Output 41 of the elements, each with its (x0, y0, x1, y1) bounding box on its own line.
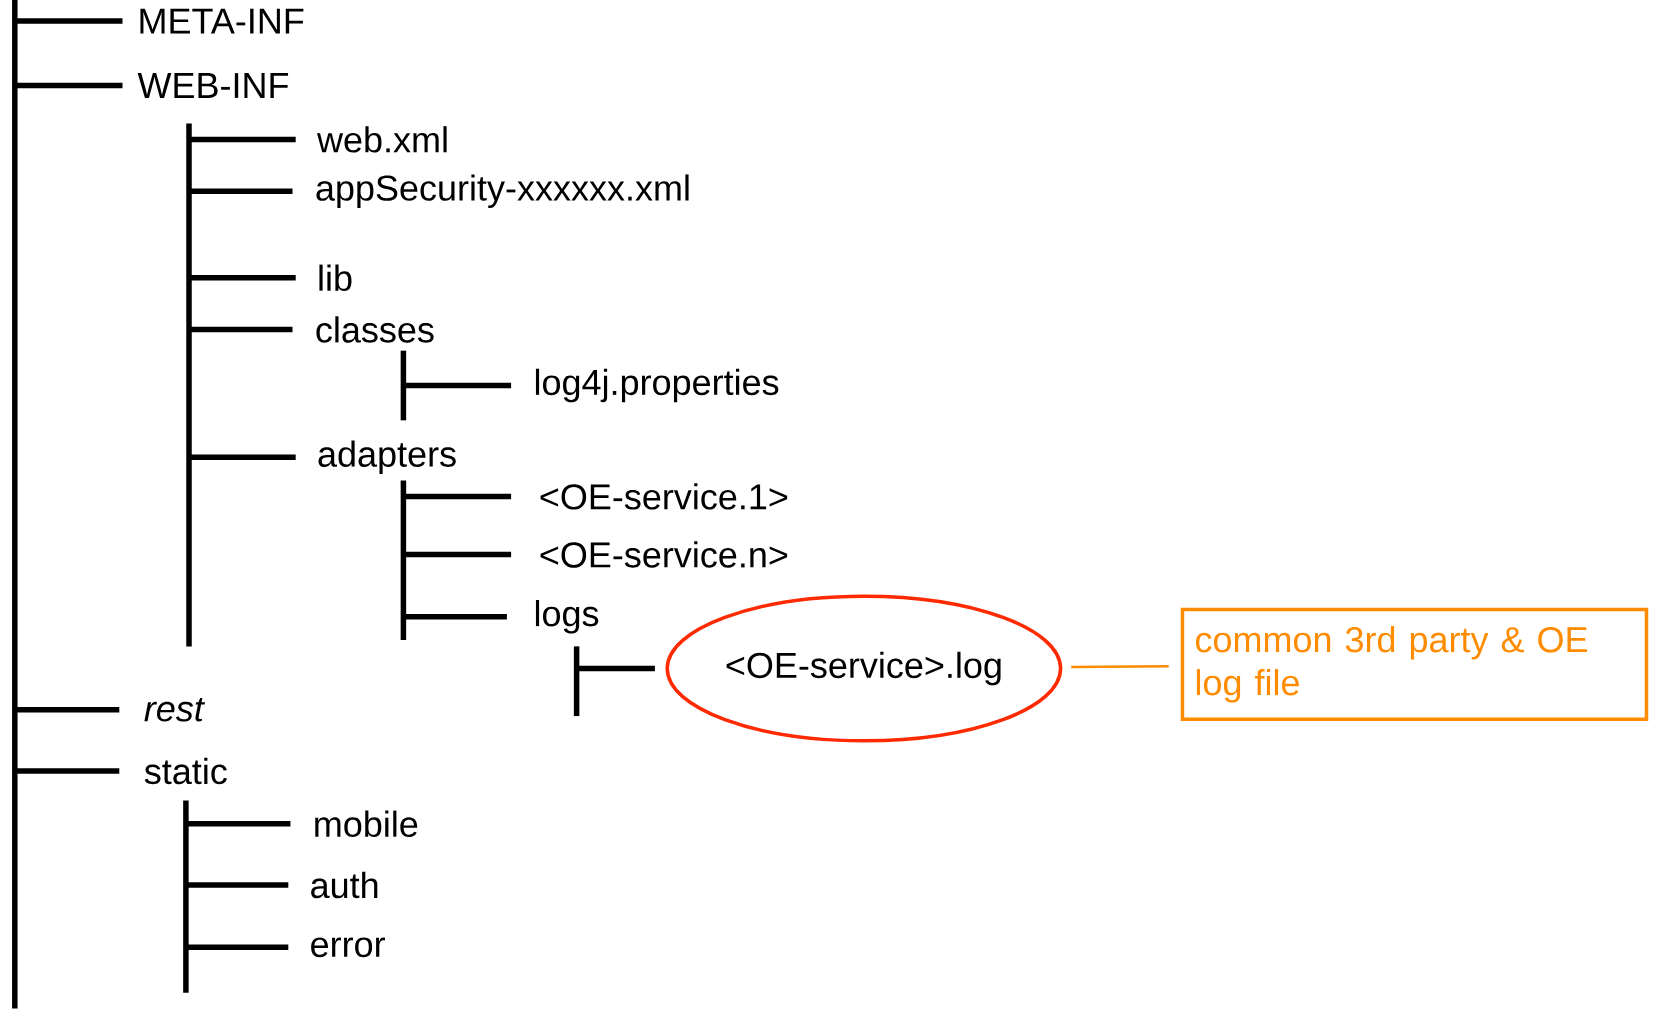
folder-label: error (311, 937, 385, 958)
tree-branch (185, 882, 289, 888)
tree-branch (576, 665, 655, 672)
folder-label: META-INF (140, 8, 304, 34)
tree-bar (400, 480, 407, 641)
folder-label: lib (319, 264, 352, 291)
tree-bar (186, 123, 192, 647)
tree-branch (14, 18, 123, 24)
tree-branch (185, 821, 291, 827)
folder-label: appSecurity-xxxxxx.xml (316, 174, 689, 208)
tree-bar (12, 0, 18, 1009)
tree-branch (14, 706, 120, 713)
folder-label: <OE-service.1> (540, 483, 788, 510)
folder-label: adapters (318, 440, 456, 475)
folder-label: static (144, 757, 227, 785)
folder-label: log4j.properties (535, 368, 779, 403)
tree-branch (189, 326, 293, 333)
tree-branch (403, 551, 512, 558)
tree-branch (14, 768, 120, 774)
tree-branch (189, 136, 296, 143)
tree-branch (185, 944, 289, 951)
tree-branch (403, 493, 512, 500)
folder-label: auth (311, 871, 378, 899)
tree-branch (14, 82, 123, 89)
leader-line (1071, 664, 1169, 669)
tree-branch (403, 382, 512, 389)
tree-branch (403, 614, 507, 620)
callout-box: common 3rd party & OE log file (1180, 607, 1649, 721)
tree-branch (189, 188, 293, 194)
folder-label: web.xml (316, 126, 447, 153)
tree-bar (183, 800, 189, 993)
folder-label: mobile (315, 810, 418, 837)
tree-bar (400, 350, 407, 421)
folder-label: logs (535, 600, 599, 634)
tree-branch (189, 454, 296, 461)
folder-label: classes (316, 316, 434, 343)
folder-label: <OE-service.n> (540, 541, 788, 568)
tree-bar (573, 646, 580, 717)
folder-label: rest (144, 697, 206, 722)
tree-branch (189, 275, 296, 281)
folder-label: WEB-INF (137, 73, 289, 98)
